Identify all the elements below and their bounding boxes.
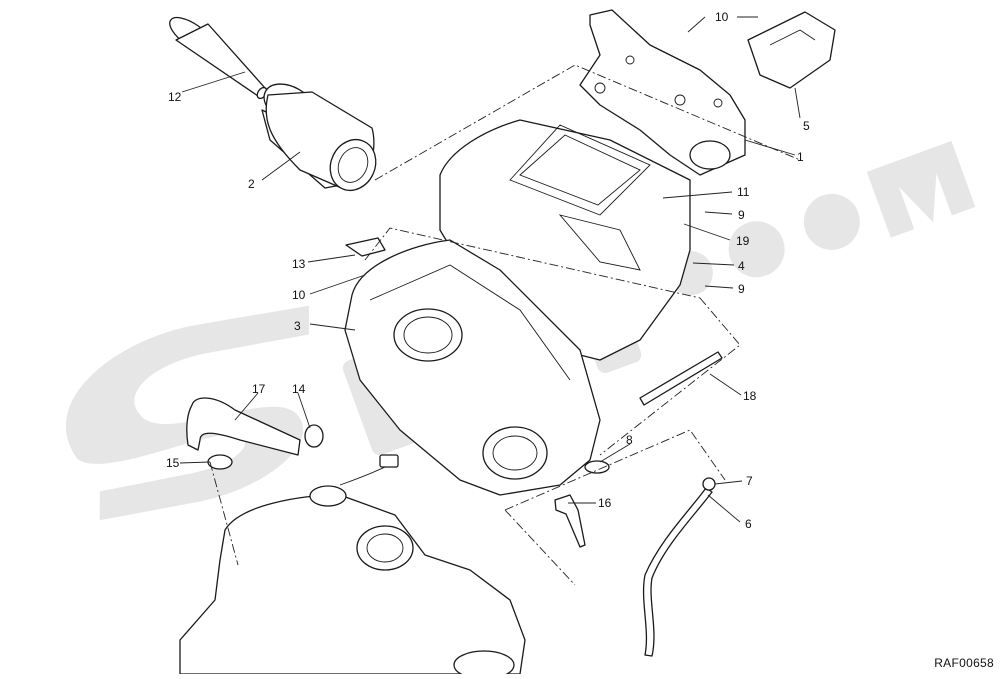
small-cover [747,11,836,89]
drain-cap [702,477,716,491]
drawing-reference-code: RAF00658 [934,656,994,670]
drain-tube [642,487,713,657]
bracket [579,9,746,176]
callout-10-upper: 10 [715,10,729,24]
callout-14: 14 [292,382,306,396]
callout-8: 8 [626,433,633,447]
callout-6: 6 [745,517,752,531]
callout-15: 15 [166,456,180,470]
hose-clamp [304,424,324,448]
air-filter [261,83,377,191]
callout-19: 19 [736,234,750,248]
plug [584,460,610,474]
airbox-lower-housing [344,239,601,496]
callout-13: 13 [292,257,306,271]
callout-7: 7 [746,474,753,488]
callout-10-lower: 10 [292,288,306,302]
callout-1: 1 [797,150,804,164]
callout-2: 2 [248,177,255,191]
sensor [554,494,586,548]
callout-11: 11 [737,185,750,199]
intake-trumpet [169,16,268,100]
callout-12: 12 [168,90,182,104]
wire-connector [379,454,399,468]
engine-block [179,485,526,679]
callout-9-upper: 9 [738,208,745,222]
callout-18: 18 [743,389,757,403]
callout-labels: 1 2 3 4 5 6 7 8 9 9 10 10 11 12 13 14 15… [166,10,810,531]
callout-17: 17 [252,382,266,396]
callout-4: 4 [738,259,745,273]
leader-lines [179,16,801,523]
breather-hose [186,397,301,456]
callout-16: 16 [598,496,612,510]
small-bracket [345,237,386,257]
assembly-lines [209,64,801,586]
callout-5: 5 [803,119,810,133]
rod [639,351,723,406]
callout-9-lower: 9 [738,282,745,296]
callout-3: 3 [294,319,301,333]
